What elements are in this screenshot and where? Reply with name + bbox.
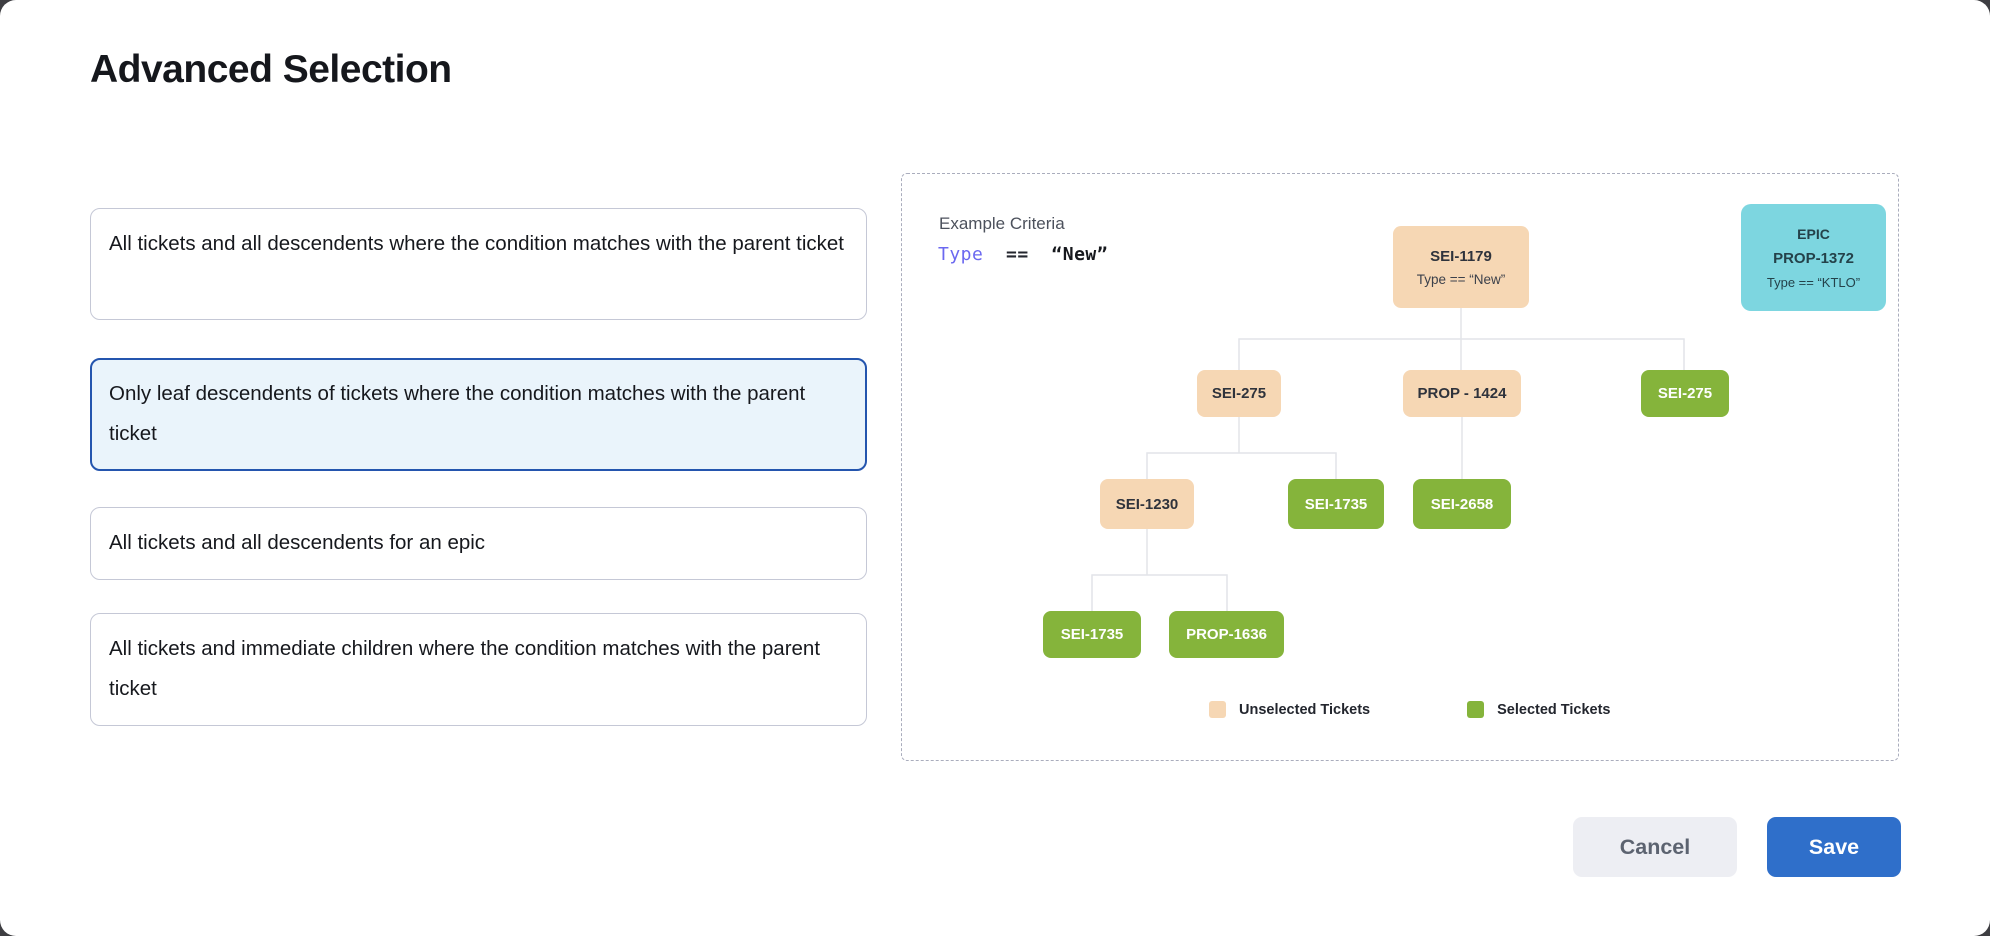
ticket-id: PROP-1636 [1186, 626, 1267, 643]
legend: Unselected Tickets Selected Tickets [1209, 701, 1611, 718]
criteria-field: Type [938, 244, 984, 265]
page-title: Advanced Selection [90, 48, 452, 91]
tree-node-root: SEI-1179 Type == “New” [1393, 226, 1529, 308]
unselected-swatch-icon [1209, 701, 1226, 718]
tree-node: SEI-1735 [1043, 611, 1141, 658]
option-all-descendents-epic[interactable]: All tickets and all descendents for an e… [90, 507, 867, 580]
ticket-id: SEI-1230 [1115, 495, 1179, 513]
ticket-id: SEI-1735 [1304, 495, 1368, 513]
tree-connector-lines [1091, 308, 1685, 611]
ticket-id: SEI-2658 [1430, 495, 1494, 513]
epic-card: EPIC PROP-1372 Type == “KTLO” [1741, 204, 1886, 311]
criteria-operator: == [1006, 244, 1029, 265]
ticket-criteria: Type == “New” [1416, 271, 1506, 287]
selected-swatch-icon [1467, 701, 1485, 718]
tree-node: SEI-1735 [1288, 479, 1384, 529]
ticket-id: PROP - 1424 [1417, 385, 1507, 402]
tree-node: PROP-1636 [1169, 611, 1284, 658]
legend-item-selected: Selected Tickets [1467, 701, 1611, 718]
epic-type-label: EPIC [1797, 225, 1830, 242]
tree-node: SEI-275 [1197, 370, 1281, 417]
option-leaf-descendents-condition[interactable]: Only leaf descendents of tickets where t… [90, 358, 867, 471]
option-immediate-children-condition[interactable]: All tickets and immediate children where… [90, 613, 867, 726]
criteria-value: “New” [1051, 244, 1109, 265]
ticket-id: SEI-1179 [1430, 247, 1492, 265]
tree-node: SEI-275 [1641, 370, 1729, 417]
cancel-button[interactable]: Cancel [1573, 817, 1737, 877]
tree-node: PROP - 1424 [1403, 370, 1521, 417]
tree-node: SEI-2658 [1413, 479, 1511, 529]
ticket-id: SEI-275 [1657, 385, 1713, 402]
example-panel: Example Criteria Type == “New” SEI-1179 … [901, 173, 1899, 761]
legend-label: Selected Tickets [1497, 701, 1611, 718]
option-label: All tickets and immediate children where… [109, 637, 821, 700]
ticket-id: SEI-275 [1211, 385, 1267, 402]
example-criteria-heading: Example Criteria [939, 214, 1065, 233]
ticket-id: SEI-1735 [1060, 626, 1124, 643]
legend-item-unselected: Unselected Tickets [1209, 701, 1370, 718]
tree-node: SEI-1230 [1100, 479, 1194, 529]
option-label: All tickets and all descendents for an e… [109, 531, 486, 554]
option-all-descendents-condition[interactable]: All tickets and all descendents where th… [90, 208, 867, 320]
epic-criteria: Type == “KTLO” [1766, 274, 1861, 290]
save-button[interactable]: Save [1767, 817, 1901, 877]
option-label: All tickets and all descendents where th… [109, 232, 844, 255]
legend-label: Unselected Tickets [1239, 701, 1371, 718]
criteria-expression: Type == “New” [938, 244, 1108, 265]
epic-ticket-id: PROP-1372 [1773, 249, 1854, 267]
option-label: Only leaf descendents of tickets where t… [109, 382, 806, 445]
